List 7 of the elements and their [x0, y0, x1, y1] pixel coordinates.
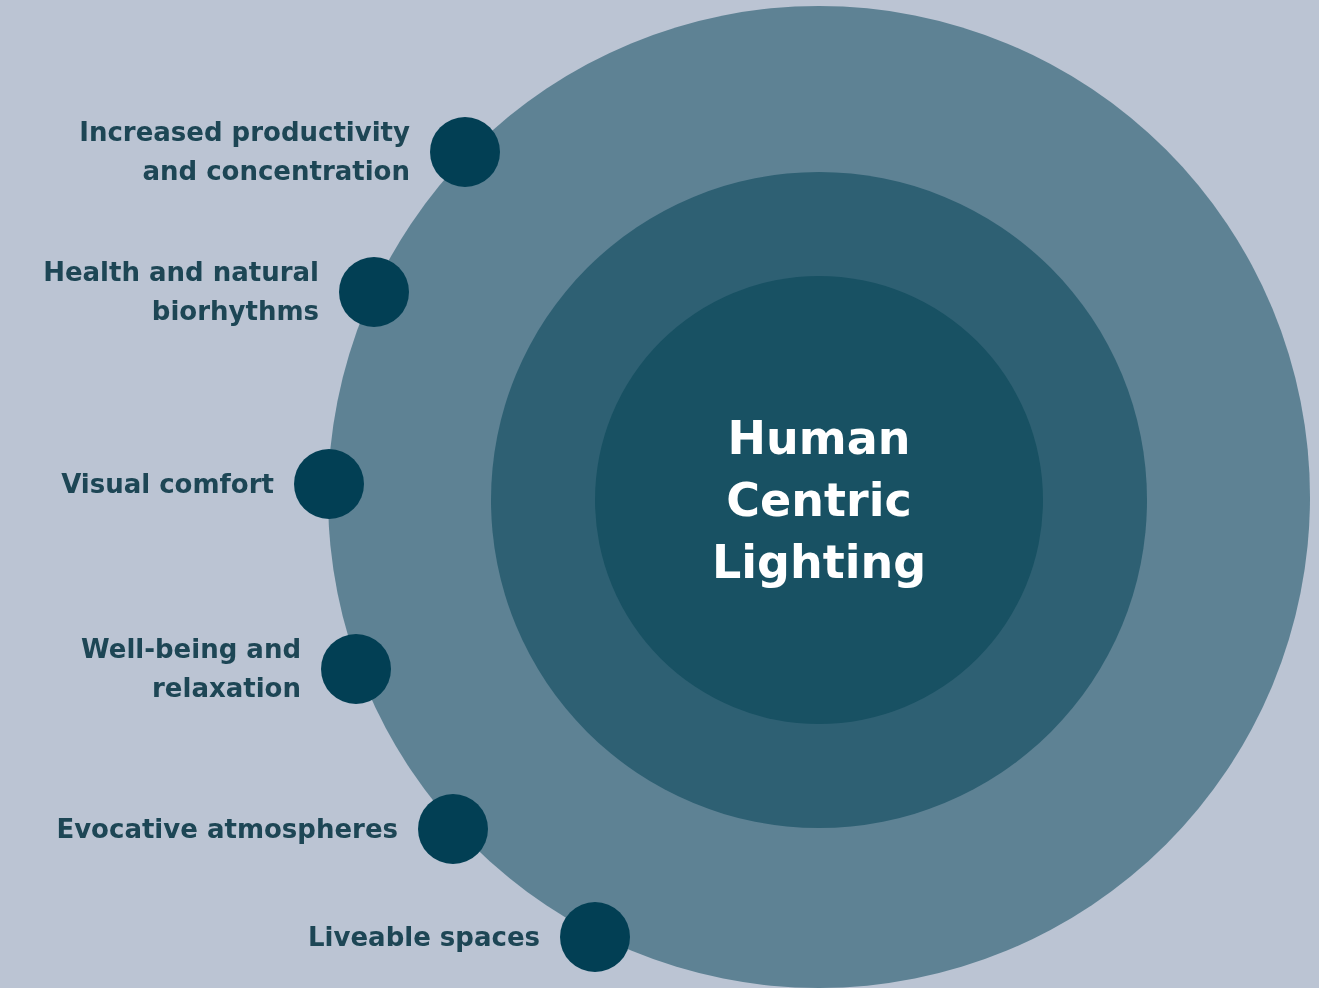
benefit-label: Increased productivity and concentration	[78, 116, 410, 188]
benefit-label: Evocative atmospheres	[55, 812, 398, 846]
benefit-label: Liveable spaces	[307, 920, 540, 954]
benefit-label: Visual comfort	[60, 467, 274, 501]
benefit-label: Well-being and relaxation	[80, 633, 301, 705]
center-title: Human Centric Lighting	[710, 410, 928, 591]
benefit-label: Health and natural biorhythms	[42, 256, 319, 328]
